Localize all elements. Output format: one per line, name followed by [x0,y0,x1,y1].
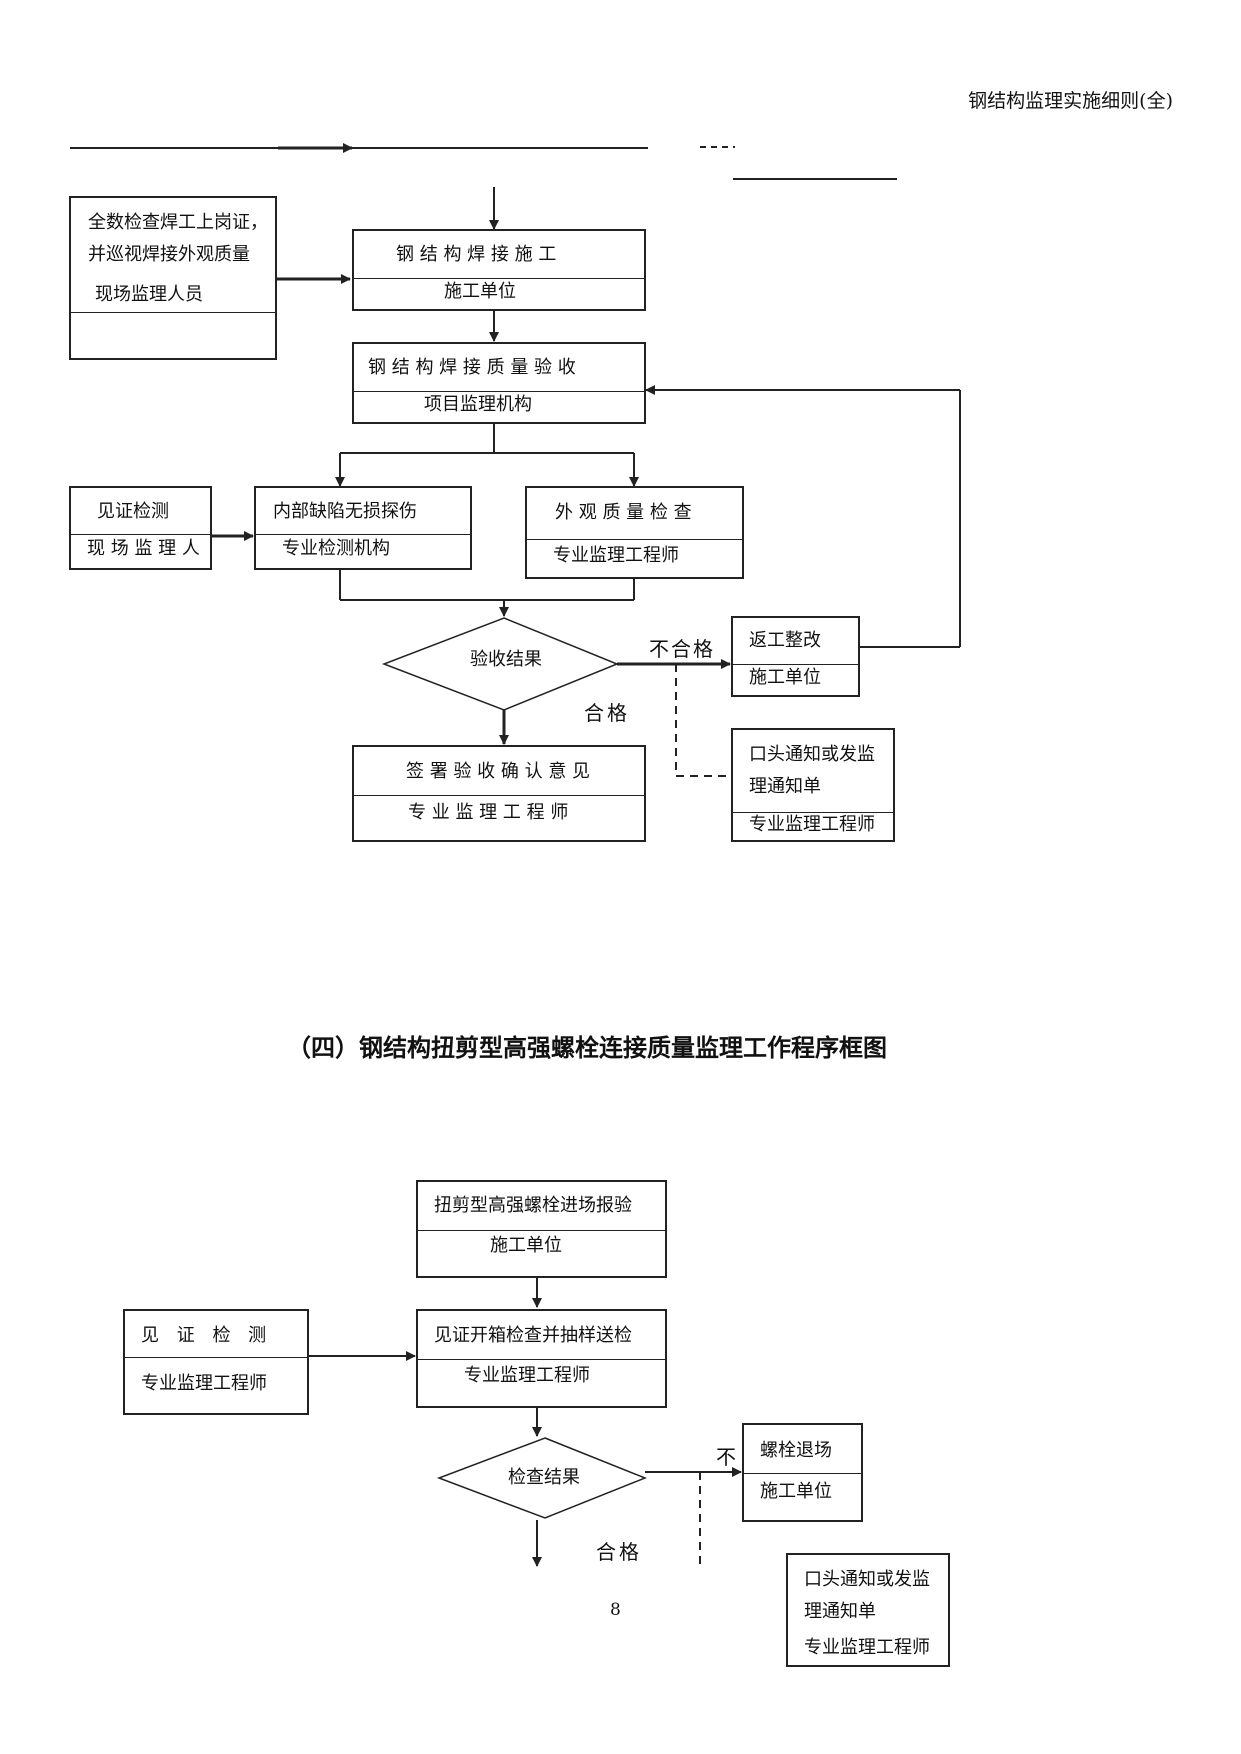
decision-diamond-check [436,1437,648,1519]
notice-box-1: 口头通知或发监 理通知单 专业监理工程师 [731,728,895,842]
weld-check-note-line1: 全数检查焊工上岗证， [88,212,268,233]
bolt-return-box: 螺栓退场 施工单位 [742,1423,863,1522]
witness-test-2-role: 专业监理工程师 [141,1373,267,1394]
sign-off-title: 签 署 验 收 确 认 意 见 [406,761,591,782]
check-decision-label: 检查结果 [508,1467,580,1488]
weld-acceptance-box: 钢 结 构 焊 接 质 量 验 收 项目监理机构 [352,342,646,424]
appearance-check-box: 外 观 质 量 检 查 专业监理工程师 [525,486,744,579]
weld-acceptance-role: 项目监理机构 [424,394,532,415]
notice-2-line1: 口头通知或发监 [804,1569,930,1590]
acceptance-decision-label: 验收结果 [470,649,542,670]
weld-construction-box: 钢 结 构 焊 接 施 工 施工单位 [352,229,646,311]
notice-box-2: 口头通知或发监 理通知单 专业监理工程师 [786,1553,950,1667]
internal-ndt-title: 内部缺陷无损探伤 [273,501,417,522]
weld-check-note-box: 全数检查焊工上岗证， 并巡视焊接外观质量 现场监理人员 [69,196,277,360]
check-fail-label: 不 [716,1445,736,1469]
rework-title: 返工整改 [749,630,821,651]
acceptance-fail-label: 不合格 [649,637,715,661]
witness-test-2-title: 见 证 检 测 [141,1325,273,1346]
appearance-check-title: 外 观 质 量 检 查 [555,502,692,523]
weld-construction-title: 钢 结 构 焊 接 施 工 [396,244,557,265]
rework-role: 施工单位 [749,667,821,688]
section-title: （四）钢结构扭剪型高强螺栓连接质量监理工作程序框图 [287,1034,887,1062]
weld-check-note-line2: 并巡视焊接外观质量 [88,244,250,265]
witness-test-role: 现 场 监 理 人 [87,538,200,559]
bolt-return-title: 螺栓退场 [760,1440,832,1461]
witness-test-title: 见证检测 [97,501,169,522]
appearance-check-role: 专业监理工程师 [553,545,679,566]
witness-test-box-2: 见 证 检 测 专业监理工程师 [123,1309,309,1415]
page-number: 8 [610,1600,621,1620]
rework-box: 返工整改 施工单位 [731,616,860,697]
bolt-return-role: 施工单位 [760,1481,832,1502]
document-title: 钢结构监理实施细则(全) [968,90,1173,112]
notice-1-role: 专业监理工程师 [749,814,875,835]
weld-acceptance-title: 钢 结 构 焊 接 质 量 验 收 [368,357,576,378]
notice-2-line2: 理通知单 [804,1601,876,1622]
sign-off-role: 专 业 监 理 工 程 师 [408,802,569,823]
bolt-entry-role: 施工单位 [490,1235,562,1256]
witness-sampling-box: 见证开箱检查并抽样送检 专业监理工程师 [416,1309,667,1408]
bolt-entry-box: 扭剪型高强螺栓进场报验 施工单位 [416,1180,667,1278]
check-pass-label: 合格 [596,1540,642,1564]
witness-test-box: 见证检测 现 场 监 理 人 [69,486,212,570]
weld-construction-role: 施工单位 [444,281,516,302]
notice-1-line2: 理通知单 [749,776,821,797]
notice-1-line1: 口头通知或发监 [749,744,875,765]
sign-off-box: 签 署 验 收 确 认 意 见 专 业 监 理 工 程 师 [352,745,646,842]
witness-sampling-role: 专业监理工程师 [464,1365,590,1386]
weld-check-note-role: 现场监理人员 [95,284,203,305]
witness-sampling-title: 见证开箱检查并抽样送检 [434,1325,632,1346]
internal-ndt-box: 内部缺陷无损探伤 专业检测机构 [254,486,472,570]
internal-ndt-role: 专业检测机构 [282,538,390,559]
notice-2-role: 专业监理工程师 [804,1637,930,1658]
bolt-entry-title: 扭剪型高强螺栓进场报验 [434,1195,632,1216]
acceptance-pass-label: 合格 [584,701,630,725]
